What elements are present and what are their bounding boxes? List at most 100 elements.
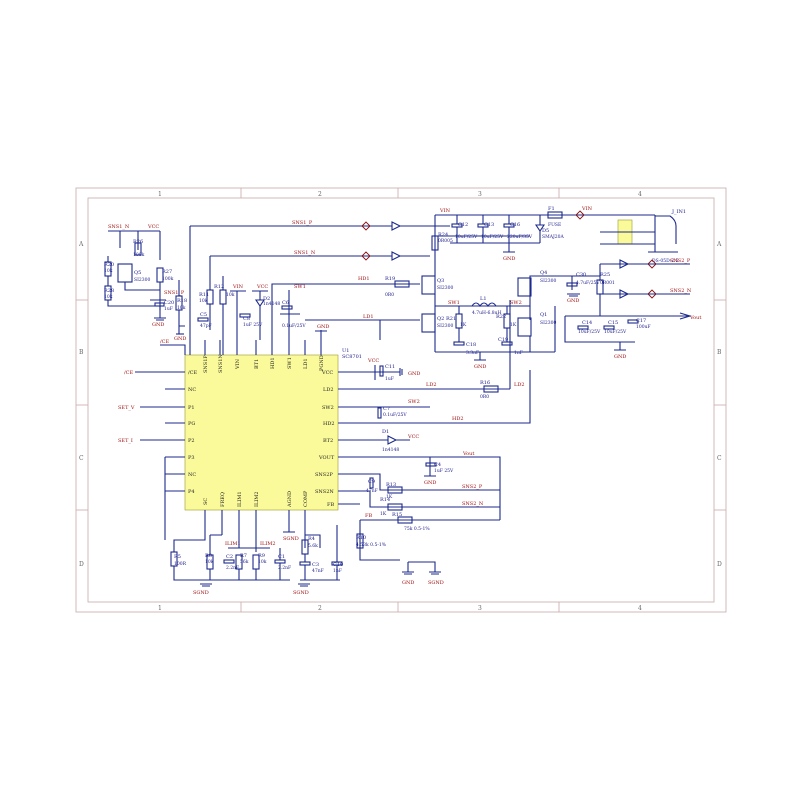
ref-q1: Q1: [540, 312, 547, 318]
resistor-r11: [206, 289, 214, 305]
ref-c10: C10: [333, 562, 343, 568]
resistor-r15: [397, 516, 413, 524]
bottom-network: ILIM1 ILIM2 R8 10k R7 56k C2 2.2nF R9 10…: [193, 525, 343, 596]
net-label-sw2-node: SW2: [510, 300, 522, 306]
ic-right-pins: VCC LD2 SW2 HD2 BT2 VOUT SNS2P SNS2N FB: [315, 370, 360, 508]
capacitor-c7: [377, 407, 382, 419]
pin-fb: FB: [327, 502, 334, 508]
bootstrap-1: VIN VCC D2 1n4148 C8 1uF 25V SW1 C6 0.1u…: [230, 276, 381, 340]
ref-c9: C9: [368, 479, 375, 485]
val-c4: 1uF 25V: [434, 468, 454, 474]
ic-left-pins: /CE NC P1 PG P2 P3 NC P4: [165, 370, 198, 495]
ic-top-pins: SNS1P SNS1N VIN BT1 HD1 SW1 LD1 PGND: [203, 340, 325, 373]
pin-agnd: AGND: [287, 491, 293, 508]
capacitor-c9: [369, 477, 374, 489]
val-c5: 47pF: [200, 323, 212, 329]
zone-row-left-d: D: [79, 561, 84, 568]
sns1-filter: SNS1_P SNS1_N R11 10k R12 10k C5 47pF: [189, 220, 370, 355]
net-label-gnd-top: GND: [317, 324, 329, 330]
ref-q4: Q4: [540, 270, 547, 276]
val-connector: DS-05D-2.5: [652, 258, 679, 264]
resistor-r16: [483, 385, 499, 393]
net-label-sgnd-comp: SGND: [293, 590, 309, 596]
ic-u1: U1 SC8701 /CE NC P1 PG P2 P3 NC P4 SNS1P…: [165, 340, 362, 525]
capacitor-c11: [379, 365, 384, 377]
val-f1: FUSE: [548, 222, 561, 228]
zone-col-bottom-1: 1: [158, 605, 162, 612]
net-label-vin-bt: VIN: [232, 284, 244, 290]
ref-c30: C30: [576, 272, 586, 278]
ref-r25: R25: [600, 272, 610, 278]
pin-p1: P1: [188, 405, 195, 411]
diode-d1: [387, 435, 398, 445]
net-label-gnd-c4: GND: [424, 480, 436, 486]
ref-r16: R16: [480, 380, 490, 386]
net-label-sw1-node: SW1: [448, 300, 460, 306]
ref-r9: R9: [258, 553, 265, 559]
ref-c3: C3: [312, 562, 319, 568]
ref-r20: R20: [104, 262, 114, 268]
val-c15: 10uF/25V: [604, 329, 627, 335]
net-label-sgnd-tie: SGND: [428, 580, 444, 586]
ic-bottom-pins: SC FREQ ILIM1 ILIM2 AGND COMP: [203, 490, 309, 525]
val-c13: 10uF/25V: [481, 234, 504, 240]
net-label-gnd-c20: GND: [152, 322, 164, 328]
zone-col-top-2: 2: [318, 191, 322, 198]
val-c8: 1uF 25V: [243, 322, 263, 328]
ref-c7: C7: [383, 406, 390, 412]
net-label-ce-left: /CE: [124, 370, 134, 376]
zone-col-bottom-4: 4: [638, 605, 642, 612]
pin-nc-1: NC: [188, 387, 196, 393]
val-r26: 100k: [133, 252, 145, 258]
diode-d8: [619, 259, 630, 269]
arrow-vin-connector: [575, 210, 585, 220]
ref-c6: C6: [282, 300, 289, 306]
net-label-ilim1: ILIM1: [225, 541, 241, 547]
net-label-sgnd-left: SGND: [193, 590, 209, 596]
input-power: VIN R24 0R005 C12 10uF/25V C13 10uF/25V …: [361, 206, 686, 264]
left-control-inputs: /CE SET_V SET_I R5 100R: [118, 370, 210, 581]
net-label-gnd-c30: GND: [567, 298, 579, 304]
val-c18: 3.3nF: [466, 350, 479, 356]
capacitor-c17: [627, 319, 639, 324]
pin-hd2: HD2: [323, 421, 335, 427]
zone-row-left-c: C: [79, 455, 84, 462]
val-c16: 220uF/35V: [507, 234, 533, 240]
pin-bt2: BT2: [323, 438, 333, 444]
val-c3: 47nF: [312, 568, 324, 574]
net-label-fb: FB: [365, 513, 372, 519]
drawing-frame: 1 2 3 4 1 2 3 4 A B C D A B C D: [75, 187, 727, 613]
val-r19: 0R0: [385, 292, 394, 298]
zone-col-top-1: 1: [158, 191, 162, 198]
pin-p3: P3: [188, 455, 195, 461]
ref-r15: R15: [392, 512, 402, 518]
zone-row-right-d: D: [717, 561, 722, 568]
val-r16: 0R0: [480, 394, 489, 400]
net-label-vcc-c11: VCC: [367, 358, 379, 364]
pin-ce: /CE: [188, 370, 198, 376]
val-c20: 1uF: [164, 306, 173, 312]
val-q3: SI2300: [437, 285, 453, 291]
ref-r4: R4: [308, 536, 315, 542]
pin-sns2n: SNS2N: [315, 489, 334, 495]
ref-r11: R11: [199, 292, 209, 298]
net-label-hd2: HD2: [452, 416, 464, 422]
ref-r24: R24: [438, 232, 448, 238]
val-c9: 47nF: [366, 488, 378, 494]
ref-c14: C14: [582, 320, 592, 326]
ref-c20: C20: [164, 300, 174, 306]
pin-sw2: SW2: [322, 405, 334, 411]
net-label-vcc-left: VCC: [147, 224, 159, 230]
ref-c19: C19: [498, 337, 508, 343]
net-label-ilim2: ILIM2: [260, 541, 276, 547]
ic-body: [184, 354, 339, 511]
val-r28: 10k: [104, 294, 113, 300]
val-c17: 100uF: [636, 324, 651, 330]
net-label-gnd-input: GND: [503, 256, 515, 262]
diode-d7: [391, 221, 402, 231]
ref-l1: L1: [480, 296, 487, 302]
capacitor-c15: [603, 325, 615, 330]
ref-r22: R22: [496, 314, 506, 320]
capacitor-c8: [239, 313, 251, 318]
